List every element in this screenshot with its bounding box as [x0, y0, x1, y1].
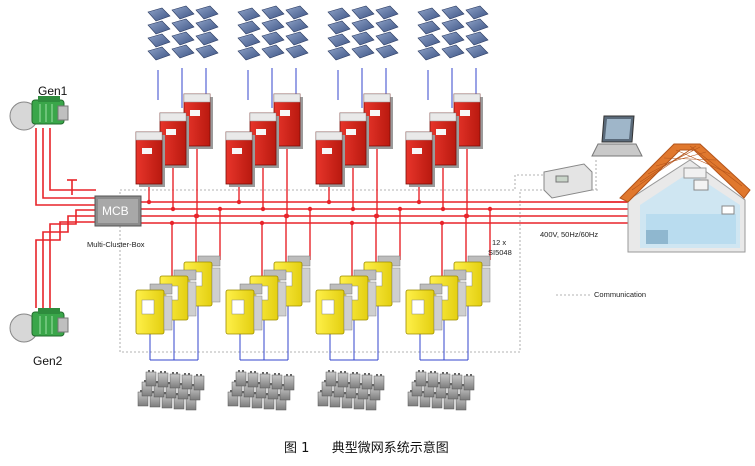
figure-number: 图 1: [284, 441, 310, 456]
mcb-label: MCB: [102, 204, 129, 218]
figure-caption: 图 1 典型微网系统示意图: [284, 437, 449, 456]
clusters: [135, 5, 491, 411]
cluster-1: [135, 5, 221, 411]
pv-inverter: [225, 131, 255, 187]
communication-label: Communication: [594, 290, 647, 299]
pv-array: [147, 7, 171, 61]
pv-inverter: [405, 131, 435, 187]
pv-array: [375, 5, 399, 59]
pv-inverter: [273, 93, 303, 149]
laptop: [591, 115, 643, 157]
pv-inverter: [315, 131, 345, 187]
pv-array: [327, 7, 351, 61]
mcb-caption: Multi-Cluster-Box: [87, 240, 145, 249]
units-model-label: SI5048: [488, 248, 512, 257]
mcb-box: [94, 195, 142, 227]
generator-feeders: [35, 128, 96, 308]
units-count-label: 12 x: [492, 238, 507, 247]
pv-array: [171, 5, 195, 59]
battery-inverter: [405, 283, 443, 335]
pv-inverter: [453, 93, 483, 149]
battery-inverter: [135, 283, 173, 335]
pv-array: [441, 5, 465, 59]
communication-network: [119, 160, 598, 353]
house: [619, 143, 751, 253]
pv-array: [195, 5, 219, 59]
pv-array: [351, 5, 375, 59]
cluster-4: [405, 5, 491, 411]
ac-bus: [140, 201, 628, 224]
battery-inverter: [225, 283, 263, 335]
figure-title: 典型微网系统示意图: [331, 441, 449, 456]
battery-bank: [227, 370, 295, 411]
comm-device: [543, 163, 593, 199]
pv-array: [417, 7, 441, 61]
gen1-label: Gen1: [38, 84, 68, 98]
cluster-2: [225, 5, 311, 411]
battery-bank: [407, 370, 475, 411]
cluster-3: [315, 5, 401, 411]
pv-array: [285, 5, 309, 59]
grid-spec-label: 400V, 50Hz/60Hz: [540, 230, 599, 239]
generator-1: [9, 96, 69, 131]
battery-inverter: [315, 283, 353, 335]
battery-bank: [137, 370, 205, 411]
generator-2: [9, 308, 69, 343]
bus-junctions: [146, 199, 493, 226]
gen2-label: Gen2: [33, 354, 63, 368]
pv-array: [261, 5, 285, 59]
battery-bank: [317, 370, 385, 411]
pv-array: [465, 5, 489, 59]
pv-array: [237, 7, 261, 61]
pv-inverter: [135, 131, 165, 187]
